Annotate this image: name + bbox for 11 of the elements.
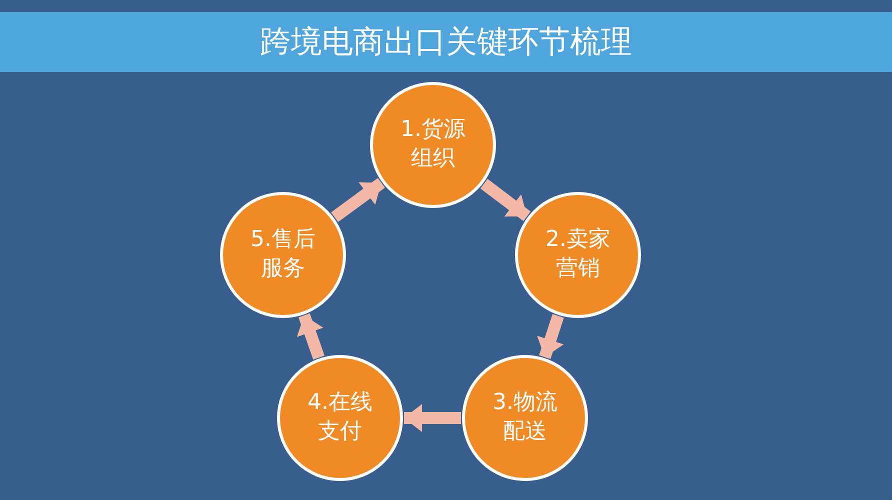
arrow	[331, 178, 385, 222]
step-label: 3.物流配送	[492, 389, 558, 446]
step-label: 2.卖家营销	[544, 226, 612, 283]
arrow	[296, 313, 325, 360]
arrow	[480, 178, 531, 222]
arrow	[404, 404, 461, 432]
step-label: 5.售后服务	[250, 226, 316, 283]
step-label: 1.货源组织	[400, 116, 466, 173]
step-label: 4.在线支付	[306, 389, 374, 446]
arrow	[537, 314, 564, 359]
title-bar: 跨境电商出口关键环节梳理	[0, 12, 892, 72]
